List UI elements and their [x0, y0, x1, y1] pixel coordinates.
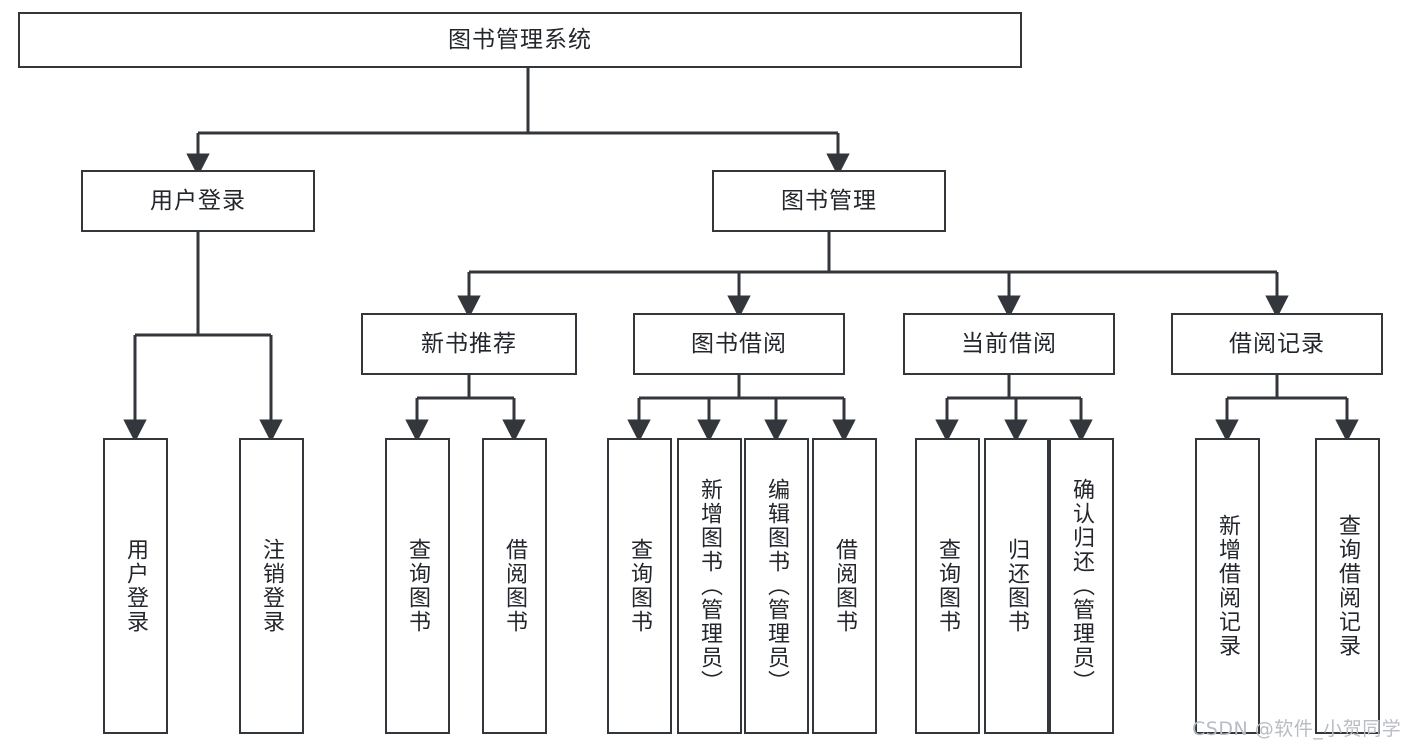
node-label: 新增图书（管理员）	[697, 478, 723, 694]
node-user-login[interactable]: 用户登录	[81, 170, 315, 232]
node-label: 图书借阅	[691, 330, 787, 357]
leaf-user-login-logout[interactable]: 注销登录	[239, 438, 304, 734]
node-label: 归还图书	[1004, 538, 1030, 634]
node-label: 当前借阅	[961, 330, 1057, 357]
node-label: 查询图书	[405, 538, 431, 634]
leaf-new-book-borrow-book[interactable]: 借阅图书	[482, 438, 547, 734]
leaf-user-login-login[interactable]: 用户登录	[103, 438, 168, 734]
node-label: 查询借阅记录	[1335, 514, 1361, 658]
leaf-book-borrow-add-book-admin[interactable]: 新增图书（管理员）	[677, 438, 742, 734]
leaf-new-book-query-book[interactable]: 查询图书	[385, 438, 450, 734]
leaf-book-borrow-borrow-book[interactable]: 借阅图书	[812, 438, 877, 734]
node-root-book-management-system[interactable]: 图书管理系统	[18, 12, 1022, 68]
leaf-book-borrow-edit-book-admin[interactable]: 编辑图书（管理员）	[744, 438, 809, 734]
node-current-borrow[interactable]: 当前借阅	[903, 313, 1115, 375]
csdn-watermark: CSDN @软件_小贺同学	[1192, 718, 1402, 740]
node-label: 图书管理系统	[448, 26, 592, 53]
node-label: 借阅记录	[1229, 330, 1325, 357]
node-label: 编辑图书（管理员）	[764, 478, 790, 694]
node-new-book-recommend[interactable]: 新书推荐	[361, 313, 577, 375]
node-book-borrow[interactable]: 图书借阅	[633, 313, 845, 375]
node-label: 用户登录	[123, 538, 149, 634]
node-label: 查询图书	[627, 538, 653, 634]
node-label: 用户登录	[150, 187, 246, 214]
node-label: 借阅图书	[502, 538, 528, 634]
leaf-current-borrow-confirm-return-admin[interactable]: 确认归还（管理员）	[1049, 438, 1114, 734]
leaf-current-borrow-query-book[interactable]: 查询图书	[915, 438, 980, 734]
node-label: 图书管理	[781, 187, 877, 214]
node-label: 借阅图书	[832, 538, 858, 634]
node-book-management[interactable]: 图书管理	[712, 170, 946, 232]
leaf-current-borrow-return-book[interactable]: 归还图书	[984, 438, 1049, 734]
node-borrow-record[interactable]: 借阅记录	[1171, 313, 1383, 375]
leaf-borrow-record-add-record[interactable]: 新增借阅记录	[1195, 438, 1260, 734]
node-label: 确认归还（管理员）	[1069, 478, 1095, 694]
leaf-book-borrow-query-book[interactable]: 查询图书	[607, 438, 672, 734]
leaf-borrow-record-query-record[interactable]: 查询借阅记录	[1315, 438, 1380, 734]
node-label: 新增借阅记录	[1215, 514, 1241, 658]
node-label: 注销登录	[259, 538, 285, 634]
node-label: 查询图书	[935, 538, 961, 634]
node-label: 新书推荐	[421, 330, 517, 357]
